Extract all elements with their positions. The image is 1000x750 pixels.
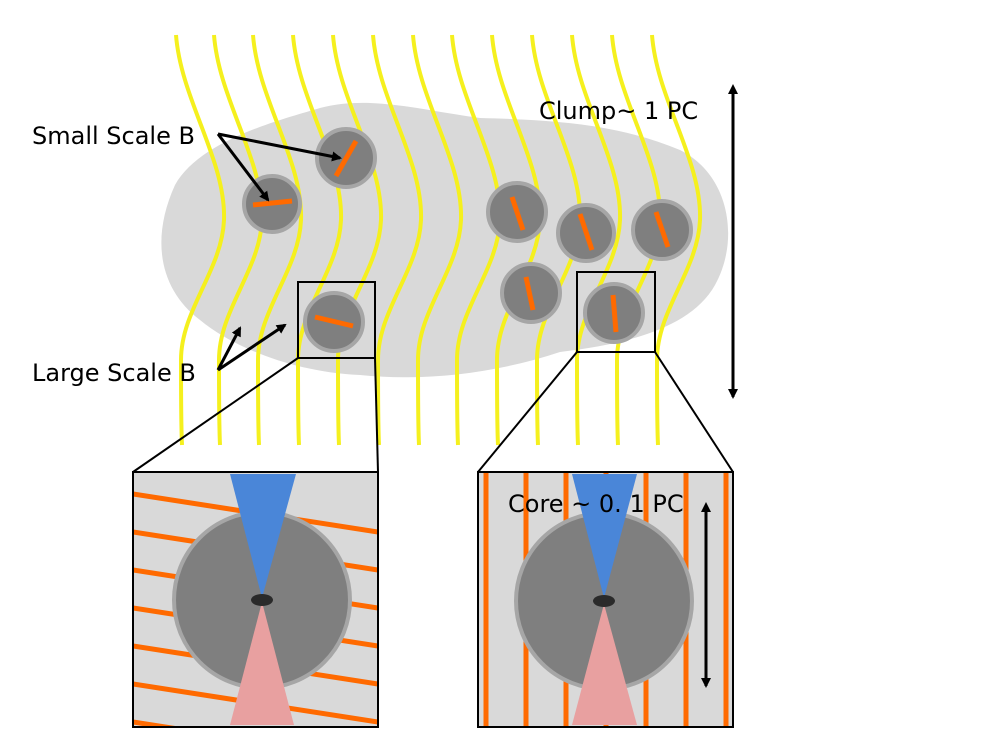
- small-scale-b-vector: [314, 314, 354, 329]
- core: [242, 174, 302, 234]
- zoom-line: [654, 351, 734, 473]
- small-scale-b-vector: [653, 211, 671, 248]
- zoom-line: [374, 357, 379, 473]
- zoom-box-right: [576, 271, 656, 353]
- field-line: [530, 34, 583, 446]
- large-scale-arrow: [217, 323, 287, 372]
- zoom-line: [132, 357, 299, 473]
- clump-cores: [242, 127, 693, 353]
- field-line: [411, 34, 464, 446]
- core: [583, 282, 645, 344]
- field-line: [650, 34, 703, 446]
- field-line: [450, 34, 503, 446]
- field-line: [251, 34, 304, 446]
- outflow-red-lobe: [230, 602, 294, 725]
- core: [500, 262, 562, 324]
- small-scale-b-vector: [509, 196, 526, 231]
- small-scale-arrow: [217, 132, 342, 162]
- small-scale-b-vector: [333, 139, 359, 178]
- field-line: [291, 34, 344, 446]
- core: [486, 181, 548, 243]
- clump-size-label: Clump~ 1 PC: [539, 97, 698, 125]
- inset-left: [132, 471, 379, 728]
- small-scale-b-vector: [577, 213, 595, 251]
- core: [556, 203, 616, 263]
- core: [303, 291, 365, 353]
- zoom-line: [477, 351, 578, 473]
- small-scale-label: Small Scale B: [32, 122, 195, 150]
- large-scale-label: Large Scale B: [32, 359, 196, 387]
- field-line: [174, 34, 227, 446]
- field-line: [212, 34, 265, 446]
- protostar: [593, 595, 615, 607]
- outflow-blue-lobe: [572, 474, 637, 598]
- core: [315, 127, 377, 189]
- core: [631, 199, 693, 261]
- small-scale-b-vector: [610, 294, 619, 333]
- small-scale-b-vector: [252, 198, 293, 208]
- field-line: [610, 34, 663, 446]
- small-scale-arrow: [216, 133, 270, 202]
- protostar: [251, 594, 273, 606]
- inset-right: [477, 471, 734, 728]
- outflow-blue-lobe: [230, 474, 296, 598]
- field-line: [371, 34, 424, 446]
- outflow-red-lobe: [572, 604, 637, 725]
- large-scale-arrow: [216, 326, 242, 371]
- field-line: [570, 34, 623, 446]
- small-scale-b-vector: [523, 276, 536, 311]
- core-size-label: Core ~ 0. 1 PC: [508, 490, 684, 518]
- field-line: [331, 34, 384, 446]
- zoom-box-left: [297, 281, 376, 359]
